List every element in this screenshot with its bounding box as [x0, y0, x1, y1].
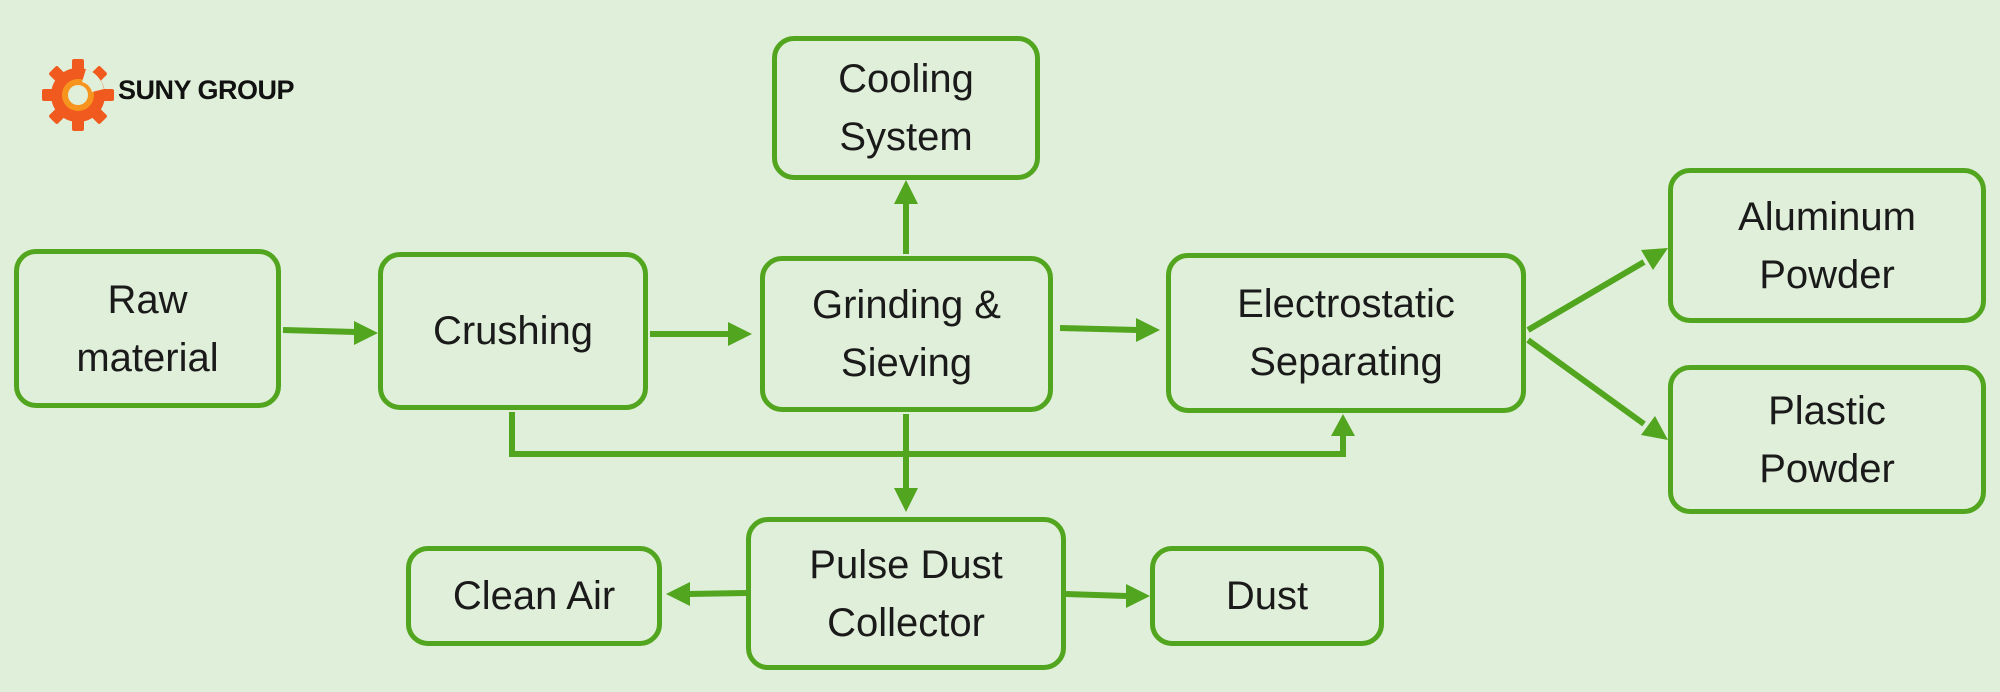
arrow-raw-to-crushing — [282, 327, 357, 335]
arrow-grinding-to-electrostatic — [1059, 325, 1139, 333]
node-plastic-powder: Plastic Powder — [1668, 365, 1986, 514]
arrow-electrostatic-to-aluminum — [1526, 259, 1646, 333]
arrowhead-cleanair — [666, 582, 690, 606]
arrowhead-electrostatic-right — [1136, 318, 1160, 342]
arrowhead-grinding — [728, 322, 752, 346]
node-clean-air: Clean Air — [406, 546, 662, 646]
node-raw-material-line1: Raw — [107, 277, 188, 322]
arrow-pulse-to-dust — [1065, 591, 1127, 599]
arrow-crushing-to-electrostatic — [509, 412, 1346, 457]
arrowhead-aluminum — [1641, 248, 1668, 270]
logo-text: SUNY GROUP — [118, 75, 295, 105]
node-raw-material-line2: material — [76, 335, 219, 380]
suny-group-logo: SUNY GROUP — [40, 55, 295, 135]
node-aluminum-powder-line1: Aluminum — [1738, 194, 1916, 239]
arrowhead-electrostatic-up — [1331, 414, 1355, 436]
node-electrostatic-separating: Electrostatic Separating — [1166, 253, 1526, 413]
node-grinding-sieving-line1: Grinding & — [812, 283, 1001, 327]
arrowhead-crushing — [354, 321, 378, 345]
arrowhead-pulse — [894, 488, 918, 512]
node-cooling-system: Cooling System — [772, 36, 1040, 180]
arrowhead-plastic — [1641, 416, 1668, 440]
node-crushing: Crushing — [378, 252, 648, 410]
node-electrostatic-separating-line2: Separating — [1249, 340, 1443, 384]
node-plastic-powder-line2: Powder — [1759, 446, 1895, 491]
node-pulse-dust-collector: Pulse Dust Collector — [746, 517, 1066, 670]
node-grinding-sieving-line2: Sieving — [840, 341, 973, 385]
node-electrostatic-separating-line1: Electrostatic — [1237, 282, 1455, 326]
node-cooling-system-line1: Cooling — [838, 57, 974, 101]
node-raw-material: Raw material — [14, 249, 281, 408]
arrow-pulse-to-cleanair — [687, 590, 747, 597]
arrow-electrostatic-to-plastic — [1526, 337, 1646, 427]
node-clean-air-line1: Clean Air — [452, 574, 616, 618]
node-plastic-powder-line1: Plastic — [1768, 388, 1886, 433]
arrowhead-dust — [1126, 584, 1150, 608]
node-dust-line1: Dust — [1225, 574, 1309, 618]
node-cooling-system-line2: System — [839, 115, 973, 159]
node-aluminum-powder-line2: Powder — [1759, 252, 1895, 297]
node-dust: Dust — [1150, 546, 1384, 646]
gear-icon — [42, 59, 114, 131]
node-aluminum-powder: Aluminum Powder — [1668, 168, 1986, 323]
node-grinding-sieving: Grinding & Sieving — [760, 256, 1053, 412]
node-pulse-dust-collector-line1: Pulse Dust — [809, 542, 1003, 587]
node-pulse-dust-collector-line2: Collector — [827, 600, 985, 645]
arrowhead-cooling — [894, 180, 918, 204]
node-crushing-line1: Crushing — [432, 309, 594, 353]
